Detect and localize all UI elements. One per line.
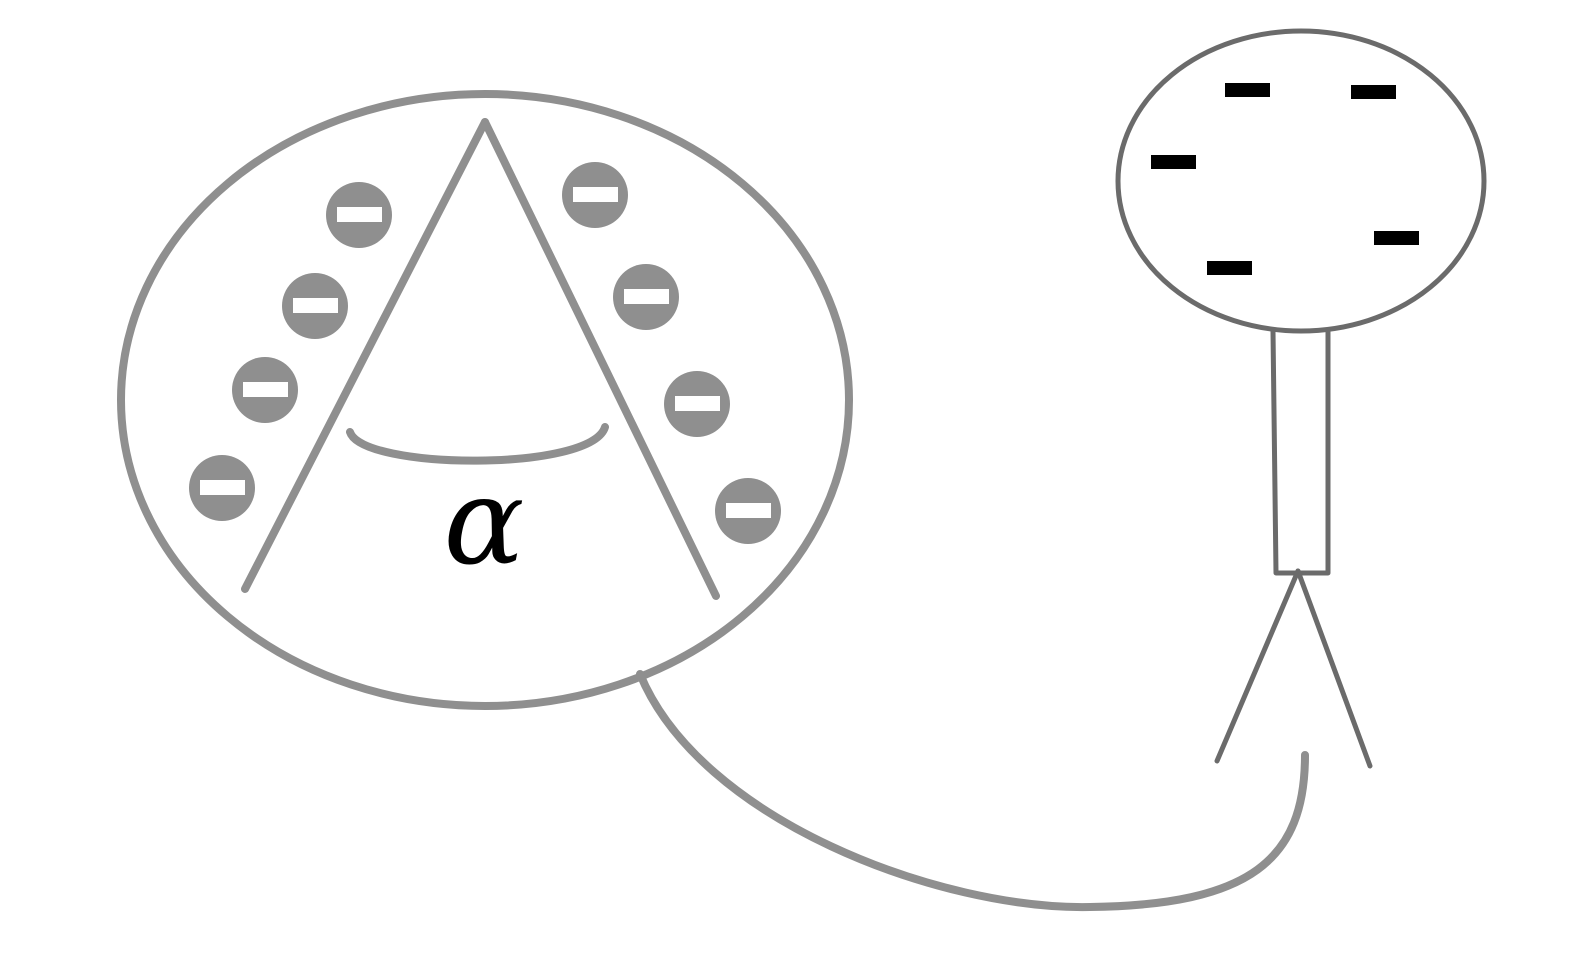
- minus-circle-icon: [326, 182, 392, 248]
- left-leaf: [241, 118, 489, 593]
- minus-circle-icon: [282, 273, 348, 339]
- electroscope-sphere: [1115, 28, 1487, 334]
- electroscope-rod: [1270, 330, 1331, 576]
- minus-circle-icon: [715, 478, 781, 544]
- right-leaf: [481, 118, 720, 600]
- detail-ellipse: [117, 90, 853, 710]
- minus-sign-icon: [1351, 85, 1396, 99]
- minus-circle-icon: [664, 371, 730, 437]
- minus-circle-icon: [189, 455, 255, 521]
- minus-sign-icon: [1225, 83, 1270, 97]
- angle-arc: [346, 423, 609, 465]
- leaf-detail-group: α: [117, 90, 853, 710]
- minus-sign-icon: [1151, 155, 1196, 169]
- minus-circle-icon: [232, 357, 298, 423]
- minus-circle-icon: [562, 162, 628, 228]
- electroscope-left-leaf: [1214, 568, 1301, 764]
- minus-sign-icon: [1207, 261, 1252, 275]
- electroscope: [1115, 28, 1487, 769]
- minus-sign-icon: [1374, 231, 1419, 245]
- minus-circle-icon: [613, 264, 679, 330]
- angle-label: α: [443, 453, 524, 592]
- callout-connector: [636, 670, 1309, 912]
- electroscope-right-leaf: [1295, 568, 1373, 769]
